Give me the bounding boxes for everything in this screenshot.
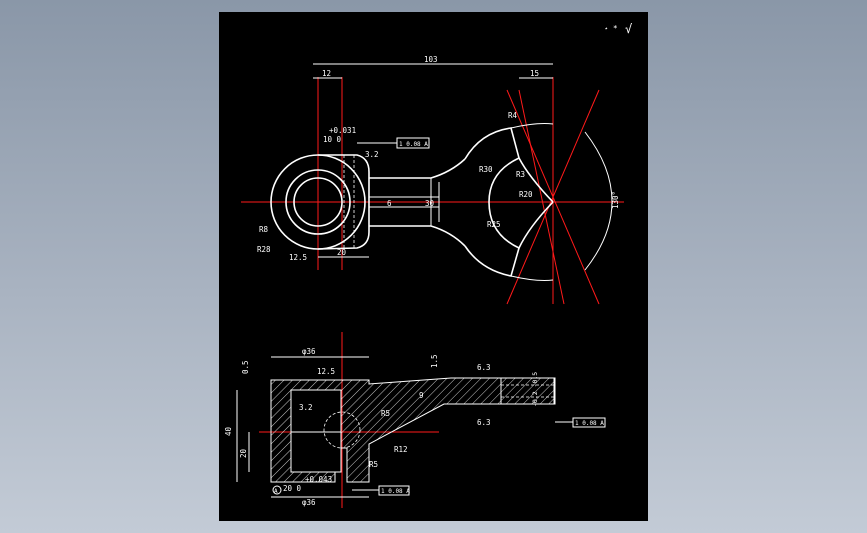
svg-text:-0.2 -0.5: -0.2 -0.5 <box>531 372 539 407</box>
svg-text:R30: R30 <box>479 165 493 174</box>
finish-symbol-icon: √ <box>625 22 632 36</box>
svg-text:30: 30 <box>425 199 435 208</box>
angle-arc <box>584 131 613 271</box>
svg-text:12.5: 12.5 <box>317 367 335 376</box>
svg-text:1.5: 1.5 <box>430 354 439 368</box>
svg-text:20 0: 20 0 <box>283 484 302 493</box>
cad-drawing: ⋆ * √ 130° 103 12 <box>224 22 632 508</box>
angle-line-2 <box>506 89 600 305</box>
angle-line-3 <box>518 89 565 305</box>
svg-text:R8: R8 <box>259 225 269 234</box>
svg-text:20: 20 <box>239 448 248 458</box>
datum-marker <box>272 485 282 495</box>
svg-text:1 0.08 A: 1 0.08 A <box>399 141 428 148</box>
dim-left: 12 <box>322 69 331 78</box>
svg-text:R28: R28 <box>257 245 271 254</box>
tol-upper: +0.031 <box>329 126 356 135</box>
rough-32: 3.2 <box>365 150 379 159</box>
svg-text:R5: R5 <box>369 460 378 469</box>
svg-text:1 0.08 A: 1 0.08 A <box>381 488 410 495</box>
svg-text:6.3: 6.3 <box>477 418 491 427</box>
svg-text:20: 20 <box>337 248 347 257</box>
svg-text:R3: R3 <box>516 170 525 179</box>
svg-text:9: 9 <box>419 391 424 400</box>
tol-lower: 10 0 <box>323 135 342 144</box>
svg-text:0.5: 0.5 <box>241 360 250 374</box>
corner-mark: ⋆ * <box>604 24 618 33</box>
top-view: 130° 103 12 15 +0.031 10 0 1 0.08 A 3.2 … <box>241 55 624 305</box>
svg-text:6.3: 6.3 <box>477 363 491 372</box>
svg-text:6: 6 <box>387 199 392 208</box>
svg-text:R20: R20 <box>519 190 533 199</box>
wrench-jaw <box>464 127 520 277</box>
rough-125: 12.5 <box>289 253 307 262</box>
svg-text:R4: R4 <box>508 111 518 120</box>
svg-text:A: A <box>274 488 278 495</box>
svg-text:3.2: 3.2 <box>299 403 313 412</box>
dia-bottom: φ36 <box>302 498 316 507</box>
svg-text:40: 40 <box>224 426 233 436</box>
dim-overall: 103 <box>424 55 438 64</box>
cad-viewport[interactable]: ⋆ * √ 130° 103 12 <box>219 12 648 521</box>
front-view: φ36 φ36 40 20 0.5 1.5 12.5 3.2 6.3 6.3 R… <box>224 332 606 508</box>
angle-label: 130° <box>611 191 620 209</box>
svg-text:1 0.08 A: 1 0.08 A <box>575 420 604 427</box>
svg-text:R12: R12 <box>394 445 408 454</box>
dia-top: φ36 <box>302 347 316 356</box>
svg-text:R5: R5 <box>381 409 390 418</box>
dim-right: 15 <box>530 69 539 78</box>
svg-text:+0.043: +0.043 <box>305 475 332 484</box>
svg-text:R25: R25 <box>487 220 501 229</box>
